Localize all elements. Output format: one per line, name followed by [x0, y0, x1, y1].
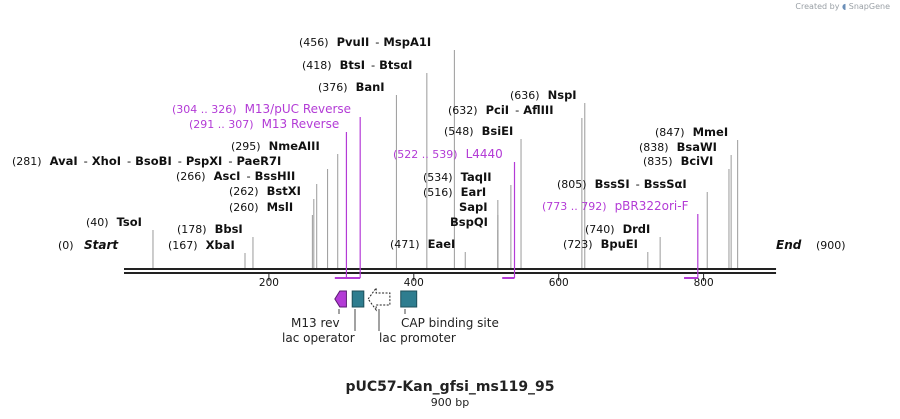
site-position-label: (281): [12, 155, 42, 168]
primer-name-label[interactable]: M13/pUC Reverse: [245, 102, 352, 116]
enzyme-name-asci[interactable]: AscI: [214, 169, 241, 183]
snapgene-watermark: Created by ◖ SnapGene: [795, 2, 890, 11]
site-separator: -: [371, 58, 375, 72]
snapgene-logo-icon: ◖: [841, 2, 847, 11]
site-position-label: (636): [510, 89, 540, 102]
primer-name-label[interactable]: pBR322ori-F: [615, 199, 689, 213]
start-label: Start: [84, 238, 119, 252]
site-position-label: (262): [229, 185, 259, 198]
primer-range-label: (522 .. 539): [393, 148, 458, 161]
site-position-label: (516): [423, 186, 453, 199]
site-separator: -: [636, 177, 640, 191]
site-position-label: (167): [168, 239, 198, 252]
plasmid-name: pUC57-Kan_gfsi_ms119_95: [345, 379, 555, 395]
enzyme-name-btsαi[interactable]: BtsαI: [379, 58, 412, 72]
site-position-label: (835): [643, 155, 673, 168]
site-position-label: (838): [639, 141, 669, 154]
enzyme-name-mspa1i[interactable]: MspA1I: [383, 35, 431, 49]
site-separator: -: [375, 35, 379, 49]
enzyme-name-pvuii[interactable]: PvuII: [337, 35, 370, 49]
site-separator: -: [84, 154, 88, 168]
ruler-tick-label: 800: [694, 277, 714, 289]
site-position-label: (471): [390, 238, 420, 251]
enzyme-name-paer7i[interactable]: PaeR7I: [237, 154, 282, 168]
ruler-tick-label: 400: [404, 277, 424, 289]
site-position-label: (456): [299, 36, 329, 49]
start-position-label: (0): [58, 239, 74, 252]
enzyme-name-bani[interactable]: BanI: [356, 80, 385, 94]
enzyme-name-bsiei[interactable]: BsiEI: [482, 124, 514, 138]
primer-range-label: (291 .. 307): [189, 118, 254, 131]
enzyme-name-nspi[interactable]: NspI: [548, 88, 577, 102]
site-separator: -: [515, 103, 519, 117]
ruler-tick-label: 600: [549, 277, 569, 289]
enzyme-name-tsoi[interactable]: TsoI: [117, 215, 142, 229]
lac-promoter-feature-arrow[interactable]: [367, 286, 391, 312]
enzyme-name-bsshii[interactable]: BssHII: [255, 169, 296, 183]
enzyme-name-afliii[interactable]: AflIII: [523, 103, 553, 117]
enzyme-name-bspqi[interactable]: BspQI: [450, 215, 488, 229]
enzyme-name-bbsi[interactable]: BbsI: [215, 222, 243, 236]
site-position-label: (40): [86, 216, 109, 229]
enzyme-name-bsobi[interactable]: BsoBI: [135, 154, 172, 168]
enzyme-name-msli[interactable]: MslI: [267, 200, 294, 214]
enzyme-name-pspxi[interactable]: PspXI: [186, 154, 222, 168]
enzyme-name-nmeaiii[interactable]: NmeAIII: [269, 139, 320, 153]
site-position-label: (548): [444, 125, 474, 138]
site-position-label: (376): [318, 81, 348, 94]
end-position-label: (900): [816, 239, 846, 252]
enzyme-name-mmei[interactable]: MmeI: [693, 125, 729, 139]
enzyme-name-btsi[interactable]: BtsI: [340, 58, 365, 72]
enzyme-name-xhoi[interactable]: XhoI: [92, 154, 121, 168]
enzyme-name-taqii[interactable]: TaqII: [461, 170, 492, 184]
enzyme-name-xbai[interactable]: XbaI: [206, 238, 235, 252]
site-position-label: (805): [557, 178, 587, 191]
site-position-label: (632): [448, 104, 478, 117]
site-position-label: (723): [563, 238, 593, 251]
site-position-label: (740): [585, 223, 615, 236]
enzyme-name-bsssi[interactable]: BssSI: [595, 177, 630, 191]
enzyme-name-eari[interactable]: EarI: [461, 185, 487, 199]
site-position-label: (266): [176, 170, 206, 183]
enzyme-name-bcivi[interactable]: BciVI: [681, 154, 714, 168]
enzyme-name-eaei[interactable]: EaeI: [428, 237, 456, 251]
feature-label: lac operator: [282, 331, 355, 345]
enzyme-name-bstxi[interactable]: BstXI: [267, 184, 301, 198]
enzyme-name-avai[interactable]: AvaI: [50, 154, 78, 168]
watermark-brand: SnapGene: [848, 2, 890, 11]
enzyme-name-drdi[interactable]: DrdI: [623, 222, 651, 236]
site-position-label: (847): [655, 126, 685, 139]
enzyme-name-bsawi[interactable]: BsaWI: [677, 140, 717, 154]
site-position-label: (534): [423, 171, 453, 184]
site-separator: -: [228, 154, 232, 168]
ruler-tick-label: 200: [259, 277, 279, 289]
end-label: End: [776, 238, 802, 252]
enzyme-name-pcii[interactable]: PciI: [486, 103, 509, 117]
site-position-label: (178): [177, 223, 207, 236]
site-position-label: (418): [302, 59, 332, 72]
site-position-label: (295): [231, 140, 261, 153]
site-position-label: (260): [229, 201, 259, 214]
site-separator: -: [246, 169, 250, 183]
primer-range-label: (304 .. 326): [172, 103, 237, 116]
feature-box[interactable]: [400, 290, 418, 308]
primer-name-label[interactable]: L4440: [466, 147, 503, 161]
feature-label: CAP binding site: [401, 316, 499, 330]
enzyme-name-bsssαi[interactable]: BssSαI: [644, 177, 687, 191]
feature-box[interactable]: [351, 290, 365, 308]
site-separator: -: [178, 154, 182, 168]
enzyme-name-bpuei[interactable]: BpuEI: [601, 237, 638, 251]
primer-range-label: (773 .. 792): [542, 200, 607, 213]
watermark-prefix: Created by: [795, 2, 840, 11]
feature-label: M13 rev: [291, 316, 340, 330]
site-separator: -: [127, 154, 131, 168]
enzyme-name-sapi[interactable]: SapI: [459, 200, 488, 214]
plasmid-length: 900 bp: [430, 396, 470, 409]
primer-name-label[interactable]: M13 Reverse: [262, 117, 340, 131]
m13-rev-feature-arrow[interactable]: [334, 290, 347, 308]
feature-label: lac promoter: [379, 331, 456, 345]
